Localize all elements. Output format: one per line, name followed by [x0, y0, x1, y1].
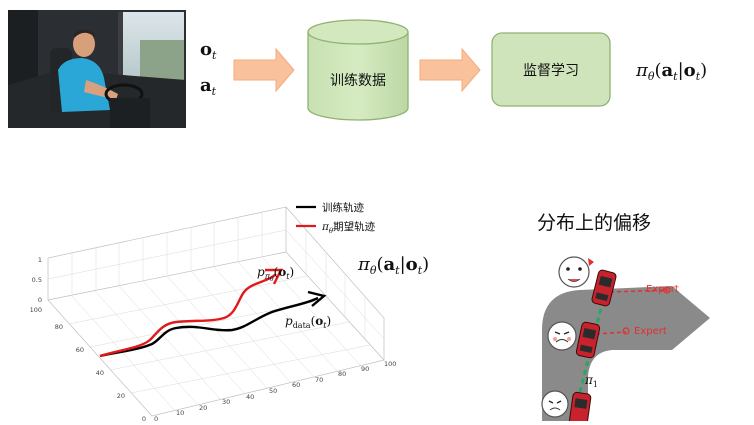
x-axis-ticks: 0 10 20 30 40 50 60 70 80 90 100 — [154, 360, 396, 423]
supervised-learning-label: 监督学习 — [523, 63, 579, 79]
training-data-label: 训练数据 — [330, 73, 386, 89]
svg-text:0: 0 — [142, 415, 146, 421]
svg-text:40: 40 — [246, 393, 254, 401]
pi-one-label: π1 — [584, 373, 598, 389]
expert-line-1 — [609, 289, 669, 293]
policy-path — [576, 299, 605, 401]
flow-arrow-1 — [233, 47, 295, 93]
drift-title: 分布上的偏移 — [537, 212, 651, 234]
act-symbol: at — [200, 75, 217, 98]
svg-text:60: 60 — [76, 346, 84, 354]
driver-photo — [8, 10, 186, 128]
svg-text:0: 0 — [154, 415, 158, 421]
label-p-data: pdata(ot) — [285, 314, 331, 330]
policy-formula-top: πθ(at|ot) — [635, 60, 707, 83]
svg-text:80: 80 — [338, 370, 346, 378]
input-labels: ot at — [200, 39, 217, 98]
supervised-learning-box: 监督学习 — [491, 32, 611, 107]
emoji-face-1 — [558, 256, 594, 288]
car-3 — [568, 391, 592, 425]
svg-text:100: 100 — [30, 306, 42, 314]
road — [542, 286, 710, 421]
svg-text:1: 1 — [38, 256, 42, 264]
expected-trajectory — [99, 273, 277, 358]
svg-text:20: 20 — [199, 404, 207, 412]
training-trajectory-arrowhead — [307, 290, 327, 307]
svg-text:0.5: 0.5 — [32, 276, 42, 284]
svg-text:60: 60 — [292, 381, 300, 389]
emoji-face-3 — [541, 390, 569, 418]
training-data-cylinder: 训练数据 — [307, 19, 409, 121]
svg-text:40: 40 — [96, 369, 104, 377]
svg-text:50: 50 — [269, 387, 277, 395]
obs-symbol: ot — [200, 39, 217, 62]
z-axis-ticks: 0 0.5 1 — [32, 256, 42, 304]
svg-text:30: 30 — [222, 398, 230, 406]
svg-text:0: 0 — [38, 296, 42, 304]
svg-text:90: 90 — [361, 365, 369, 373]
label-p-pi: pπθ(ot) — [257, 265, 294, 283]
expert-label-1: Expert — [646, 284, 679, 295]
legend-training-label: 训练轨迹 — [322, 201, 364, 214]
car-2 — [575, 321, 601, 359]
emoji-face-2 — [547, 321, 577, 351]
legend-expected-label: πθ期望轨迹 — [321, 220, 376, 235]
svg-text:10: 10 — [176, 409, 184, 417]
flow-arrow-2 — [419, 47, 481, 93]
svg-text:20: 20 — [117, 392, 125, 400]
training-trajectory — [99, 296, 319, 358]
y-axis-ticks: 0 20 40 60 80 100 — [30, 306, 146, 423]
expert-label-2: Expert — [634, 326, 667, 337]
car-1 — [591, 269, 617, 307]
plot-legend: 训练轨迹 πθ期望轨迹 — [296, 201, 376, 235]
expected-trajectory-arrowhead — [265, 268, 283, 285]
svg-text:70: 70 — [315, 376, 323, 384]
svg-text:100: 100 — [384, 360, 396, 368]
svg-text:80: 80 — [55, 323, 63, 331]
policy-formula-mid: πθ(at|ot) — [357, 254, 429, 277]
expert-line-2 — [595, 331, 627, 335]
